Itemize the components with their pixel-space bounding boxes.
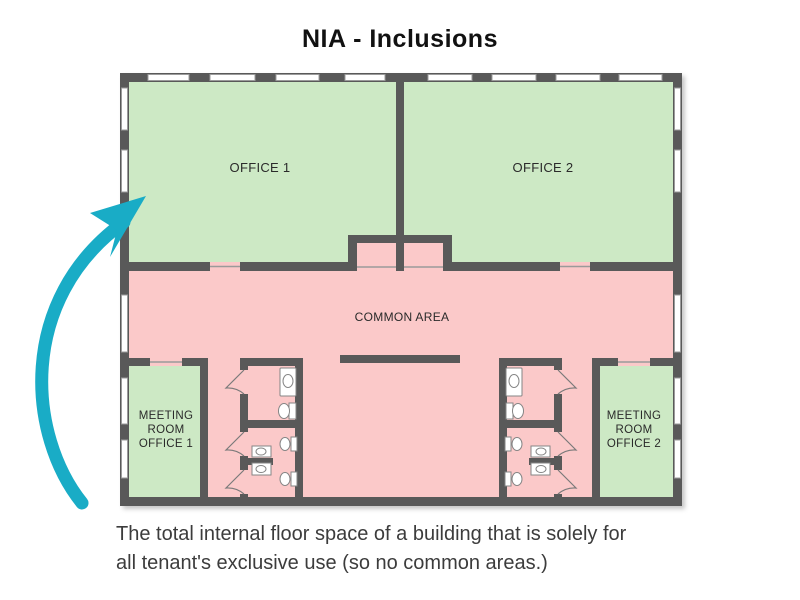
walls (120, 73, 682, 506)
page-title: NIA - Inclusions (302, 25, 498, 53)
meeting-room-1-label: MEETING ROOM OFFICE 1 (138, 410, 194, 450)
meeting-room-2 (600, 366, 673, 497)
toilet-tank-icon (290, 436, 298, 452)
sink-basin-icon (282, 374, 294, 388)
common-area-label: COMMON AREA (354, 310, 450, 324)
toilet-tank-icon (288, 402, 297, 420)
office-1-label: OFFICE 1 (229, 160, 291, 175)
bathroom-fixtures-left (251, 367, 298, 487)
meeting-room-1 (129, 366, 200, 497)
door-swing-arcs (224, 369, 578, 495)
definition-caption: The total internal floor space of a buil… (116, 523, 627, 574)
toilet-bowl-icon (279, 472, 291, 486)
common-area-room (129, 262, 673, 497)
hand-basin-icon (535, 465, 547, 473)
toilet-bowl-icon (511, 472, 523, 486)
toilet-bowl-icon (511, 437, 523, 451)
office-2-room (404, 82, 673, 262)
annotation-arrow-icon (35, 196, 146, 510)
floor-plan (120, 73, 682, 506)
bathroom-fixtures-right (504, 367, 551, 487)
hand-basin-icon (535, 447, 547, 456)
toilet-tank-icon (290, 471, 298, 487)
sink-basin-icon (508, 374, 520, 388)
door-openings (150, 265, 650, 363)
hand-basin-icon (255, 465, 267, 473)
toilet-tank-icon (504, 471, 512, 487)
toilet-bowl-icon (278, 403, 290, 419)
toilet-tank-icon (504, 436, 512, 452)
room-fills (129, 82, 673, 497)
meeting-room-2-label: MEETING ROOM OFFICE 2 (606, 410, 662, 450)
office-2-label: OFFICE 2 (512, 160, 574, 175)
toilet-bowl-icon (512, 403, 524, 419)
toilet-tank-icon (505, 402, 514, 420)
hand-basin-icon (255, 447, 267, 456)
windows (121, 74, 681, 479)
office-1-room (129, 82, 396, 262)
toilet-bowl-icon (279, 437, 291, 451)
